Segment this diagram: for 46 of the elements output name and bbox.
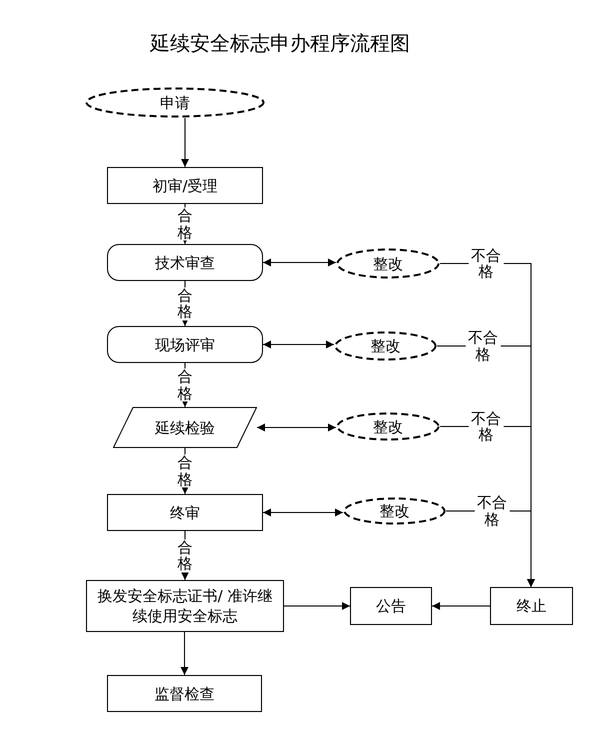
node-label: 整改 bbox=[370, 336, 402, 356]
node-label: 整改 bbox=[372, 254, 404, 274]
arrow bbox=[180, 632, 188, 676]
node-label: 现场评审 bbox=[154, 334, 216, 354]
dashed-ellipse bbox=[85, 87, 265, 118]
edge-label: 合格 bbox=[176, 287, 194, 320]
dashed-ellipse bbox=[336, 248, 440, 279]
rounded-box bbox=[107, 244, 263, 281]
node-label: 整改 bbox=[372, 416, 404, 436]
node-label: 初审/受理 bbox=[151, 176, 219, 196]
node-label: 换发安全标志证书/ 准许继续使用安全标志 bbox=[96, 586, 274, 626]
dashed-ellipse bbox=[334, 331, 437, 361]
process-box bbox=[107, 675, 262, 712]
edge-label: 合格 bbox=[176, 454, 194, 488]
edge-label: 合格 bbox=[176, 208, 194, 240]
process-box bbox=[86, 580, 284, 632]
edge-label: 合格 bbox=[176, 539, 194, 572]
arrow bbox=[432, 602, 490, 610]
rounded-box bbox=[107, 326, 263, 363]
process-box bbox=[107, 167, 263, 204]
node-label: 申请 bbox=[159, 92, 191, 112]
edge-label: 不合格 bbox=[468, 247, 504, 280]
arrow bbox=[256, 424, 336, 432]
node-label: 整改 bbox=[378, 501, 410, 521]
title: 延续安全标志申办程序流程图 bbox=[150, 30, 410, 56]
edge-label: 不合格 bbox=[474, 494, 510, 528]
arrow bbox=[181, 118, 189, 168]
edge-label: 合格 bbox=[176, 368, 194, 402]
process-box bbox=[107, 494, 263, 531]
arrow bbox=[262, 508, 344, 516]
arrow bbox=[262, 340, 334, 348]
dashed-ellipse bbox=[336, 412, 440, 441]
node-label: 终止 bbox=[516, 596, 548, 616]
arrow bbox=[262, 258, 336, 266]
dashed-ellipse bbox=[343, 497, 446, 525]
node-label: 终审 bbox=[169, 502, 201, 522]
edge-label: 不合格 bbox=[466, 330, 500, 362]
edge-label: 不合格 bbox=[468, 410, 504, 443]
node-label: 监督检查 bbox=[154, 684, 216, 704]
node-label: 延续检验 bbox=[154, 418, 216, 438]
process-box bbox=[350, 587, 432, 625]
process-box bbox=[490, 587, 573, 625]
parallelogram-box bbox=[113, 407, 257, 448]
arrow bbox=[284, 602, 350, 610]
node-label: 公告 bbox=[375, 596, 407, 616]
node-label: 技术审查 bbox=[154, 252, 216, 272]
